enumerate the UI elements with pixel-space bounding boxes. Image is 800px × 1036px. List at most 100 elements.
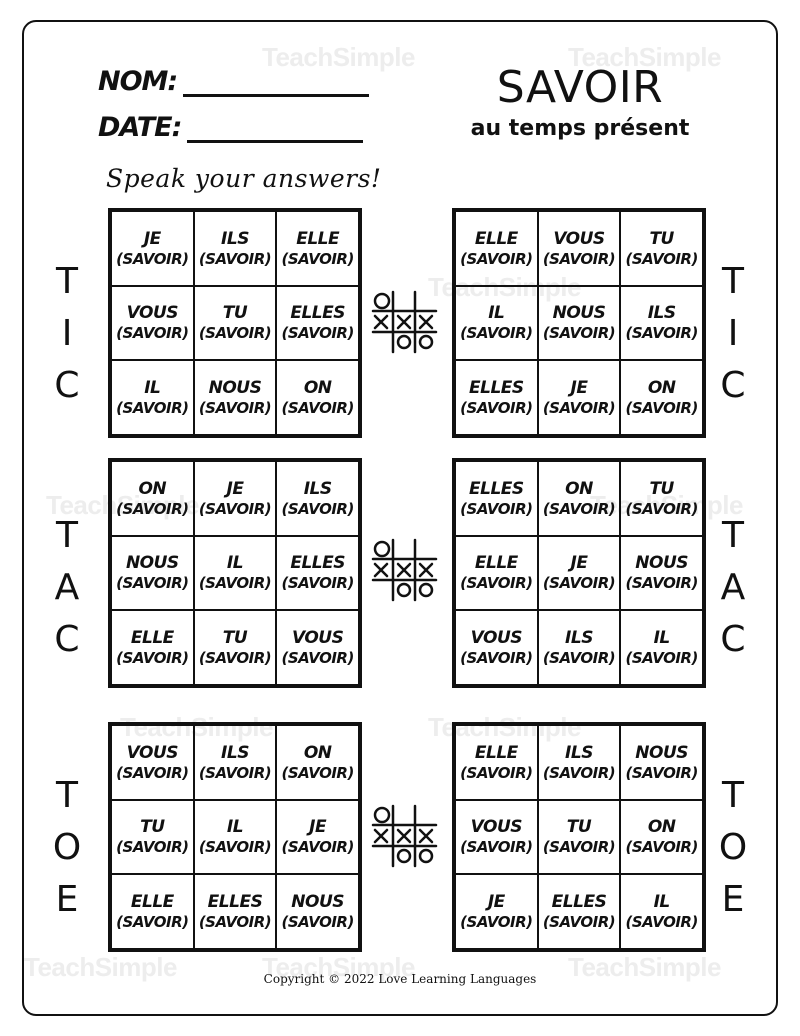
board-cell[interactable]: VOUS(SAVOIR) <box>455 799 538 875</box>
board-cell[interactable]: TU(SAVOIR) <box>537 799 621 875</box>
board-cell[interactable]: ELLES(SAVOIR) <box>276 285 359 361</box>
date-line[interactable] <box>187 118 364 143</box>
cell-verb: (SAVOIR) <box>116 648 189 667</box>
board-cell[interactable]: TU(SAVOIR) <box>193 610 277 685</box>
board-cell[interactable]: TU(SAVOIR) <box>111 799 194 875</box>
date-field[interactable]: DATE: <box>98 112 364 143</box>
board-cell[interactable]: VOUS(SAVOIR) <box>537 211 621 286</box>
board-cell[interactable]: TU(SAVOIR) <box>620 211 703 286</box>
letter: T <box>56 775 78 816</box>
cell-pronoun: ELLES <box>469 478 524 499</box>
board-cell[interactable]: IL(SAVOIR) <box>193 535 277 611</box>
cell-verb: (SAVOIR) <box>542 249 616 268</box>
board-cell[interactable]: JE(SAVOIR) <box>455 874 538 949</box>
board-cell[interactable]: ELLES(SAVOIR) <box>455 461 538 536</box>
board-cell[interactable]: VOUS(SAVOIR) <box>276 610 359 685</box>
board-cell[interactable]: IL(SAVOIR) <box>111 360 194 435</box>
cell-verb: (SAVOIR) <box>116 324 189 343</box>
watermark-text: TeachSimple <box>262 42 415 72</box>
board-cell[interactable]: ELLE(SAVOIR) <box>455 725 538 800</box>
side-label-toe-right: T O E <box>718 770 748 927</box>
cell-pronoun: VOUS <box>126 303 179 324</box>
cell-pronoun: NOUS <box>125 553 179 574</box>
board-cell[interactable]: NOUS(SAVOIR) <box>537 285 621 361</box>
cell-pronoun: ELLE <box>130 891 174 912</box>
board-cell[interactable]: ELLES(SAVOIR) <box>193 874 277 949</box>
letter: I <box>727 313 739 355</box>
board-cell[interactable]: IL(SAVOIR) <box>620 610 703 685</box>
board-cell[interactable]: NOUS(SAVOIR) <box>193 360 277 435</box>
board-cell[interactable]: NOUS(SAVOIR) <box>111 535 194 611</box>
watermark-text: TeachSimple <box>46 490 199 520</box>
board-cell[interactable]: ILS(SAVOIR) <box>620 285 703 361</box>
cell-pronoun: JE <box>570 377 588 398</box>
cell-pronoun: JE <box>226 478 244 499</box>
cell-verb: (SAVOIR) <box>460 763 533 782</box>
name-line[interactable] <box>183 72 370 97</box>
board-cell[interactable]: ILS(SAVOIR) <box>537 610 621 685</box>
board-cell[interactable]: NOUS(SAVOIR) <box>620 725 703 800</box>
board-cell[interactable]: IL(SAVOIR) <box>193 799 277 875</box>
side-label-tic-right: T I C <box>718 256 748 413</box>
board-cell[interactable]: ELLES(SAVOIR) <box>537 874 621 949</box>
board-cell[interactable]: ELLE(SAVOIR) <box>455 535 538 611</box>
board-cell[interactable]: JE(SAVOIR) <box>537 360 621 435</box>
cell-verb: (SAVOIR) <box>460 574 533 593</box>
board-cell[interactable]: TU(SAVOIR) <box>620 461 703 536</box>
board-cell[interactable]: ON(SAVOIR) <box>620 799 703 875</box>
cell-pronoun: NOUS <box>635 553 689 574</box>
board-cell[interactable]: ELLE(SAVOIR) <box>276 211 359 286</box>
cell-verb: (SAVOIR) <box>198 912 272 931</box>
board-cell[interactable]: ELLE(SAVOIR) <box>111 610 194 685</box>
board-tac-left: ON(SAVOIR)JE(SAVOIR)ILS(SAVOIR)NOUS(SAVO… <box>108 458 362 688</box>
board-cell[interactable]: IL(SAVOIR) <box>620 874 703 949</box>
cell-verb: (SAVOIR) <box>116 499 189 518</box>
cell-pronoun: ELLES <box>207 891 263 912</box>
board-cell[interactable]: ELLES(SAVOIR) <box>455 360 538 435</box>
letter: C <box>54 619 80 661</box>
board-cell[interactable]: JE(SAVOIR) <box>111 211 194 286</box>
letter: T <box>722 261 744 302</box>
board-cell[interactable]: ON(SAVOIR) <box>620 360 703 435</box>
cell-verb: (SAVOIR) <box>542 574 616 593</box>
letter: C <box>720 619 746 661</box>
board-cell[interactable]: ILS(SAVOIR) <box>537 725 621 800</box>
cell-verb: (SAVOIR) <box>198 574 272 593</box>
board-cell[interactable]: JE(SAVOIR) <box>276 799 359 875</box>
cell-verb: (SAVOIR) <box>542 398 616 417</box>
board-cell[interactable]: VOUS(SAVOIR) <box>455 610 538 685</box>
board-cell[interactable]: ON(SAVOIR) <box>111 461 194 536</box>
board-cell[interactable]: TU(SAVOIR) <box>193 285 277 361</box>
instruction-text: Speak your answers! <box>106 164 382 193</box>
board-tic-left: JE(SAVOIR)ILS(SAVOIR)ELLE(SAVOIR)VOUS(SA… <box>108 208 362 438</box>
cell-verb: (SAVOIR) <box>625 249 698 268</box>
board-cell[interactable]: NOUS(SAVOIR) <box>276 874 359 949</box>
cell-verb: (SAVOIR) <box>281 249 354 268</box>
name-field[interactable]: NOM: <box>98 66 370 97</box>
cell-verb: (SAVOIR) <box>460 398 533 417</box>
board-cell[interactable]: NOUS(SAVOIR) <box>620 535 703 611</box>
board-cell[interactable]: ILS(SAVOIR) <box>193 211 277 286</box>
cell-verb: (SAVOIR) <box>198 648 272 667</box>
letter: T <box>722 515 744 556</box>
board-cell[interactable]: IL(SAVOIR) <box>455 285 538 361</box>
board-cell[interactable]: JE(SAVOIR) <box>537 535 621 611</box>
board-cell[interactable]: ILS(SAVOIR) <box>276 461 359 536</box>
board-cell[interactable]: ELLE(SAVOIR) <box>455 211 538 286</box>
board-cell[interactable]: VOUS(SAVOIR) <box>111 285 194 361</box>
board-cell[interactable]: ELLES(SAVOIR) <box>276 535 359 611</box>
board-cell[interactable]: ON(SAVOIR) <box>276 360 359 435</box>
board-cell[interactable]: ON(SAVOIR) <box>537 461 621 536</box>
cell-verb: (SAVOIR) <box>460 838 533 857</box>
cell-verb: (SAVOIR) <box>460 499 533 518</box>
cell-verb: (SAVOIR) <box>116 763 189 782</box>
board-cell[interactable]: VOUS(SAVOIR) <box>111 725 194 800</box>
cell-pronoun: TU <box>566 817 592 838</box>
board-cell[interactable]: ILS(SAVOIR) <box>193 725 277 800</box>
board-cell[interactable]: ON(SAVOIR) <box>276 725 359 800</box>
letter: A <box>54 567 80 609</box>
side-label-tic-left: T I C <box>52 256 82 413</box>
board-cell[interactable]: JE(SAVOIR) <box>193 461 277 536</box>
cell-verb: (SAVOIR) <box>542 648 616 667</box>
board-cell[interactable]: ELLE(SAVOIR) <box>111 874 194 949</box>
